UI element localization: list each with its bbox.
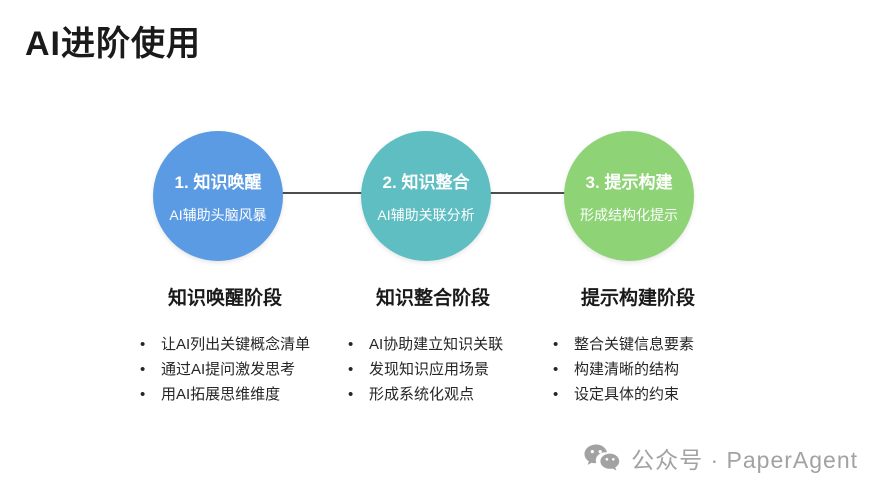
page-title: AI进阶使用 <box>25 25 201 63</box>
step-circle-title: 3. 提示构建 <box>585 172 673 192</box>
step-circle-subtitle: 形成结构化提示 <box>580 206 678 223</box>
list-item: 形成系统化观点 <box>348 382 538 407</box>
step-circle-prompt-build: 3. 提示构建 形成结构化提示 <box>564 131 694 261</box>
list-item: 整合关键信息要素 <box>553 332 743 357</box>
list-item: 构建清晰的结构 <box>553 357 743 382</box>
phase-bullet-list: AI协助建立知识关联 发现知识应用场景 形成系统化观点 <box>328 332 538 407</box>
footer-watermark: 公众号 · PaperAgent <box>583 441 858 475</box>
phase-bullet-list: 整合关键信息要素 构建清晰的结构 设定具体的约束 <box>533 332 743 407</box>
step-circle-title: 1. 知识唤醒 <box>174 172 262 192</box>
phase-heading: 知识整合阶段 <box>375 288 490 309</box>
step-circle-subtitle: AI辅助关联分析 <box>377 206 475 223</box>
phase-column-knowledge-awaken: 知识唤醒阶段 让AI列出关键概念清单 通过AI提问激发思考 用AI拓展思维维度 <box>120 283 330 407</box>
list-item: AI协助建立知识关联 <box>348 332 538 357</box>
wechat-icon <box>583 443 621 474</box>
connector-line-1 <box>281 192 363 194</box>
list-item: 通过AI提问激发思考 <box>140 357 330 382</box>
phase-column-knowledge-integrate: 知识整合阶段 AI协助建立知识关联 发现知识应用场景 形成系统化观点 <box>328 283 538 407</box>
connector-line-2 <box>489 192 566 194</box>
footer-label: 公众号 · PaperAgent <box>631 447 858 473</box>
list-item: 发现知识应用场景 <box>348 357 538 382</box>
list-item: 让AI列出关键概念清单 <box>140 332 330 357</box>
phase-column-prompt-build: 提示构建阶段 整合关键信息要素 构建清晰的结构 设定具体的约束 <box>533 283 743 407</box>
step-circle-title: 2. 知识整合 <box>382 172 470 192</box>
step-circle-knowledge-integrate: 2. 知识整合 AI辅助关联分析 <box>361 131 491 261</box>
step-circle-subtitle: AI辅助头脑风暴 <box>169 206 267 223</box>
list-item: 用AI拓展思维维度 <box>140 382 330 407</box>
phase-bullet-list: 让AI列出关键概念清单 通过AI提问激发思考 用AI拓展思维维度 <box>120 332 330 407</box>
phase-heading: 提示构建阶段 <box>580 288 695 309</box>
list-item: 设定具体的约束 <box>553 382 743 407</box>
step-circle-knowledge-awaken: 1. 知识唤醒 AI辅助头脑风暴 <box>153 131 283 261</box>
phase-heading: 知识唤醒阶段 <box>167 288 282 309</box>
